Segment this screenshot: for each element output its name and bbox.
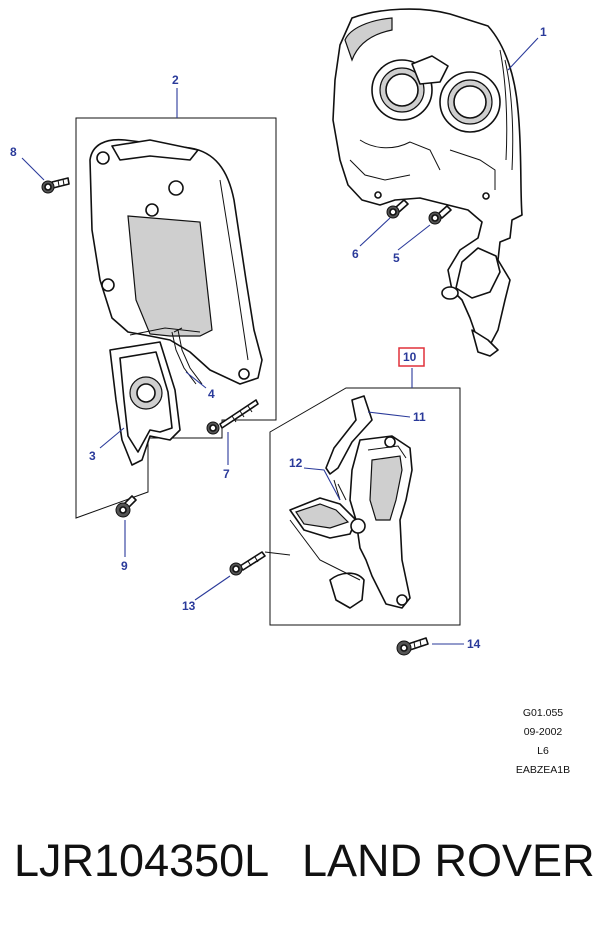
bolt-5 <box>428 205 452 225</box>
callout-1: 1 <box>540 25 547 39</box>
callout-7: 7 <box>223 467 230 481</box>
bolt-8 <box>41 177 70 194</box>
caption-bar: LJR104350L LAND ROVER <box>0 835 600 915</box>
exploded-parts-diagram: 1 2 3 4 5 6 7 8 9 10 11 12 13 14 <box>10 8 547 656</box>
spring-clip <box>171 327 203 385</box>
brand-name: LAND ROVER <box>302 835 595 886</box>
callout-10-highlight-box <box>398 347 425 367</box>
callout-4: 4 <box>208 387 215 401</box>
guide-assembly-group <box>269 387 461 626</box>
reference-id: EABZEA1B <box>515 764 571 776</box>
bolt-6 <box>386 199 409 219</box>
reference-code: G01.055 <box>522 707 564 719</box>
callout-11: 11 <box>413 410 426 424</box>
callout-labels: 1 2 3 4 5 6 7 8 9 10 11 12 13 14 <box>10 25 547 651</box>
callout-6: 6 <box>352 247 359 261</box>
callout-12: 12 <box>289 456 303 470</box>
rear-timing-cover <box>332 8 523 357</box>
bolt-14 <box>396 637 429 656</box>
long-bolt <box>206 399 259 435</box>
bolt-9 <box>115 495 137 518</box>
callout-10: 10 <box>403 350 417 364</box>
diagram-reference-block: G01.055 09-2002 L6 EABZEA1B <box>498 704 588 780</box>
callout-13: 13 <box>182 599 196 613</box>
front-cover-group <box>75 117 277 519</box>
callout-9: 9 <box>121 559 128 573</box>
part-number: LJR104350L <box>14 835 270 886</box>
callout-5: 5 <box>393 251 400 265</box>
callout-3: 3 <box>89 449 96 463</box>
callout-2: 2 <box>172 73 179 87</box>
cover-seal <box>109 341 181 466</box>
callout-14: 14 <box>467 637 481 651</box>
bolt-13 <box>229 551 291 576</box>
reference-engine: L6 <box>537 745 549 757</box>
leader-lines <box>21 37 539 645</box>
callout-8: 8 <box>10 145 17 159</box>
reference-date: 09-2002 <box>523 726 563 738</box>
